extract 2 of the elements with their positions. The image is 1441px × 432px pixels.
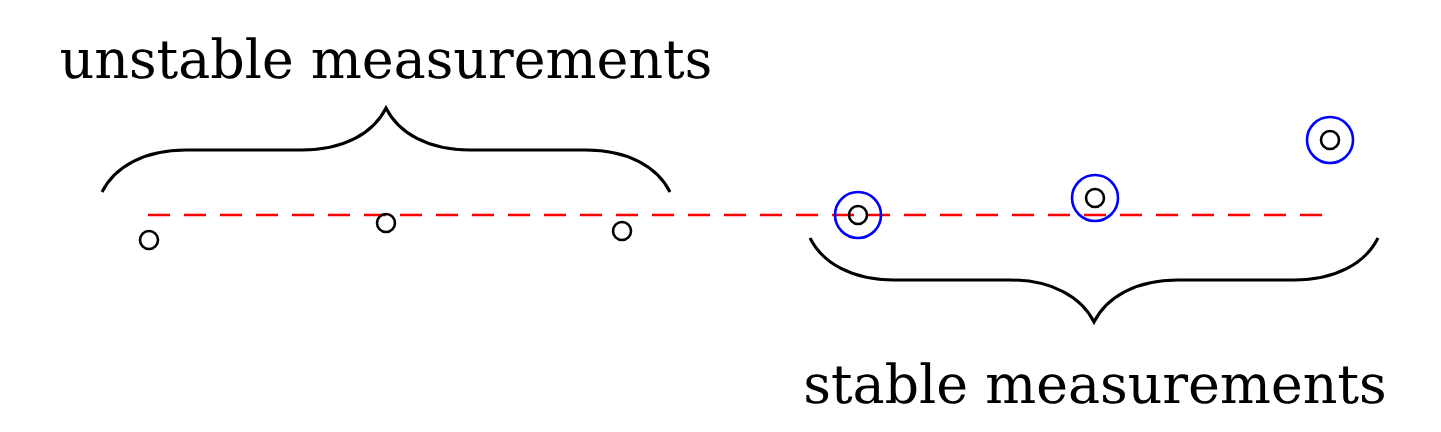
brace-label: stable measurements	[806, 362, 1384, 404]
brace-label: unstable measurements	[61, 37, 710, 79]
